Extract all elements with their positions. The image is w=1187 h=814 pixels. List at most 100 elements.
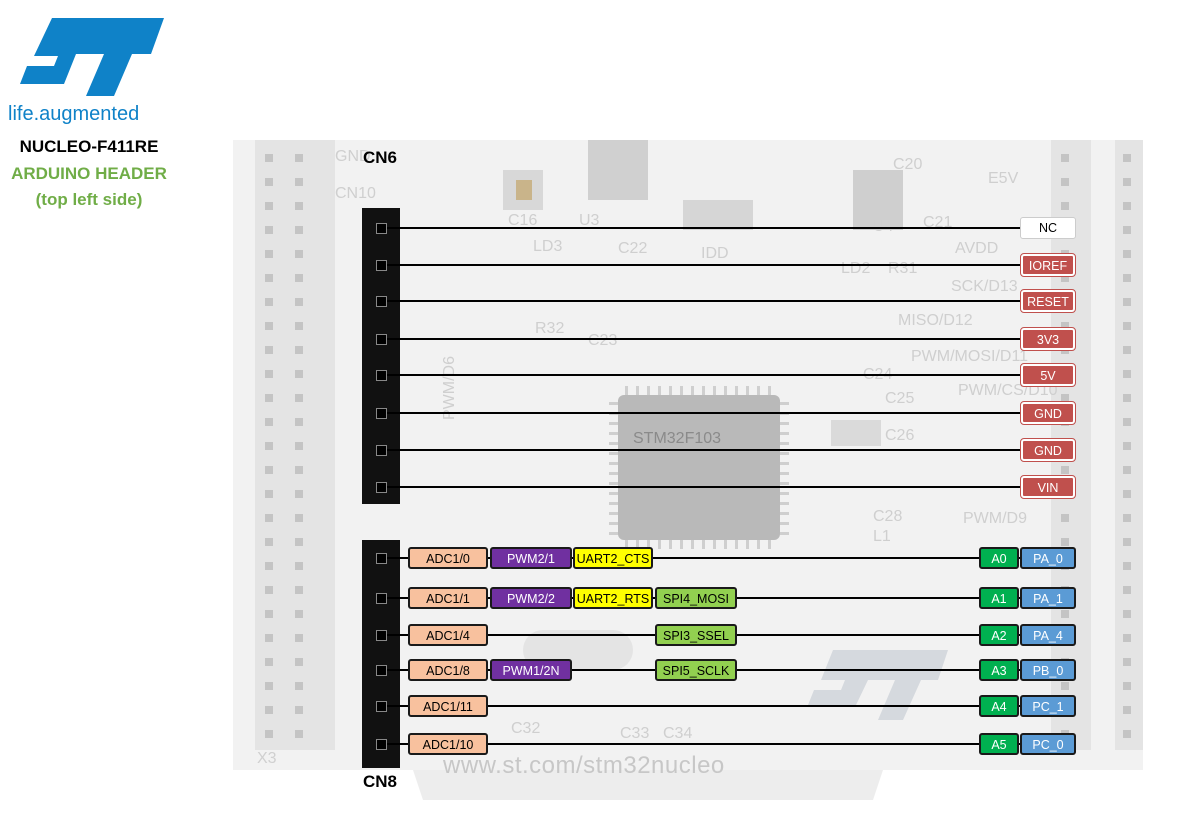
board-pin	[295, 154, 303, 162]
port-pin-tag: PA_0	[1020, 547, 1076, 569]
chip-leg	[757, 386, 760, 395]
header-pin	[376, 445, 387, 456]
pin-wire	[381, 227, 1021, 229]
power-pin-tag: GND	[1020, 401, 1076, 425]
cn8-header	[362, 540, 400, 768]
board-pin	[1123, 682, 1131, 690]
board-pin	[265, 322, 273, 330]
header-pin	[376, 482, 387, 493]
board-pin	[1123, 394, 1131, 402]
board-pin	[1123, 490, 1131, 498]
board-pin	[295, 562, 303, 570]
board-pin	[265, 586, 273, 594]
silk-mosi: MISO/D12	[898, 312, 973, 329]
silk-power: PWM/D6	[441, 356, 458, 420]
silk-d6: PWM/D9	[963, 510, 1027, 527]
position-note: (top left side)	[35, 190, 143, 209]
port-pin-tag: PB_0	[1020, 659, 1076, 681]
brand-tagline: life.augmented	[8, 103, 140, 125]
pin-wire	[381, 264, 1021, 266]
board-pin	[1123, 538, 1131, 546]
board-pin	[1123, 202, 1131, 210]
board-pin	[295, 682, 303, 690]
board-pin	[295, 394, 303, 402]
board-pin	[265, 490, 273, 498]
chip-leg	[757, 540, 760, 549]
pin-wire	[381, 705, 1021, 707]
board-pin	[265, 250, 273, 258]
arduino-pin-tag: A4	[979, 695, 1019, 717]
board-pin	[265, 658, 273, 666]
board-pin	[295, 250, 303, 258]
chip-leg	[669, 540, 672, 549]
chip-leg	[680, 386, 683, 395]
chip-leg	[780, 522, 789, 525]
chip-leg	[625, 540, 628, 549]
cn6-label: CN6	[363, 148, 398, 167]
pin-wire	[381, 374, 1021, 376]
spi-tag: SPI4_MOSI	[655, 587, 737, 609]
board-pin	[295, 586, 303, 594]
board-pin	[1123, 562, 1131, 570]
board-pin	[265, 538, 273, 546]
board-pin	[1123, 610, 1131, 618]
board-pin	[1123, 730, 1131, 738]
board-pin	[295, 226, 303, 234]
chip-leg	[636, 386, 639, 395]
chip-leg	[609, 522, 618, 525]
board-pin	[265, 706, 273, 714]
board-pin	[295, 730, 303, 738]
chip-leg	[609, 482, 618, 485]
arduino-pin-tag: A5	[979, 733, 1019, 755]
header-pin	[376, 223, 387, 234]
chip-leg	[780, 532, 789, 535]
silk-ld3: LD3	[533, 238, 563, 255]
adc-tag: ADC1/8	[408, 659, 488, 681]
silk-e5v: GND	[335, 148, 371, 165]
board-pin	[265, 370, 273, 378]
board-pin	[265, 202, 273, 210]
chip-leg	[713, 540, 716, 549]
header-pin	[376, 370, 387, 381]
board-pin	[265, 298, 273, 306]
chip-leg	[609, 442, 618, 445]
port-pin-tag: PC_0	[1020, 733, 1076, 755]
pin-wire	[381, 300, 1021, 302]
chip-leg	[780, 452, 789, 455]
chip-leg	[780, 512, 789, 515]
silk-ld2: LD2	[841, 260, 871, 277]
board-pin	[1123, 418, 1131, 426]
arduino-pin-tag: A2	[979, 624, 1019, 646]
board-pin	[1123, 178, 1131, 186]
silk-avdd: E5V	[988, 170, 1019, 187]
chip-leg	[658, 386, 661, 395]
pin-wire	[381, 486, 1021, 488]
board-pin	[1123, 250, 1131, 258]
cn8-label: CN8	[363, 772, 398, 791]
silk-cn7: X3	[257, 750, 277, 767]
board-pin	[265, 226, 273, 234]
adc-tag: ADC1/1	[408, 587, 488, 609]
board-pin	[1123, 706, 1131, 714]
header-pin	[376, 334, 387, 345]
board-pin	[295, 418, 303, 426]
board-pin	[265, 562, 273, 570]
chip-leg	[780, 432, 789, 435]
chip-leg	[780, 492, 789, 495]
chip-leg	[780, 502, 789, 505]
board-pin	[265, 418, 273, 426]
board-pin	[295, 202, 303, 210]
chip-leg	[636, 540, 639, 549]
chip-leg	[609, 422, 618, 425]
pin-wire	[381, 557, 1021, 559]
silk-c25: C25	[885, 390, 915, 407]
board-pin	[1123, 634, 1131, 642]
board-pin	[1061, 682, 1069, 690]
board-pin	[265, 610, 273, 618]
header-pin	[376, 553, 387, 564]
board-pin	[1123, 346, 1131, 354]
chip-leg	[702, 540, 705, 549]
chip-leg	[625, 386, 628, 395]
chip-leg	[735, 540, 738, 549]
chip-marking: STM32F103	[633, 430, 722, 447]
